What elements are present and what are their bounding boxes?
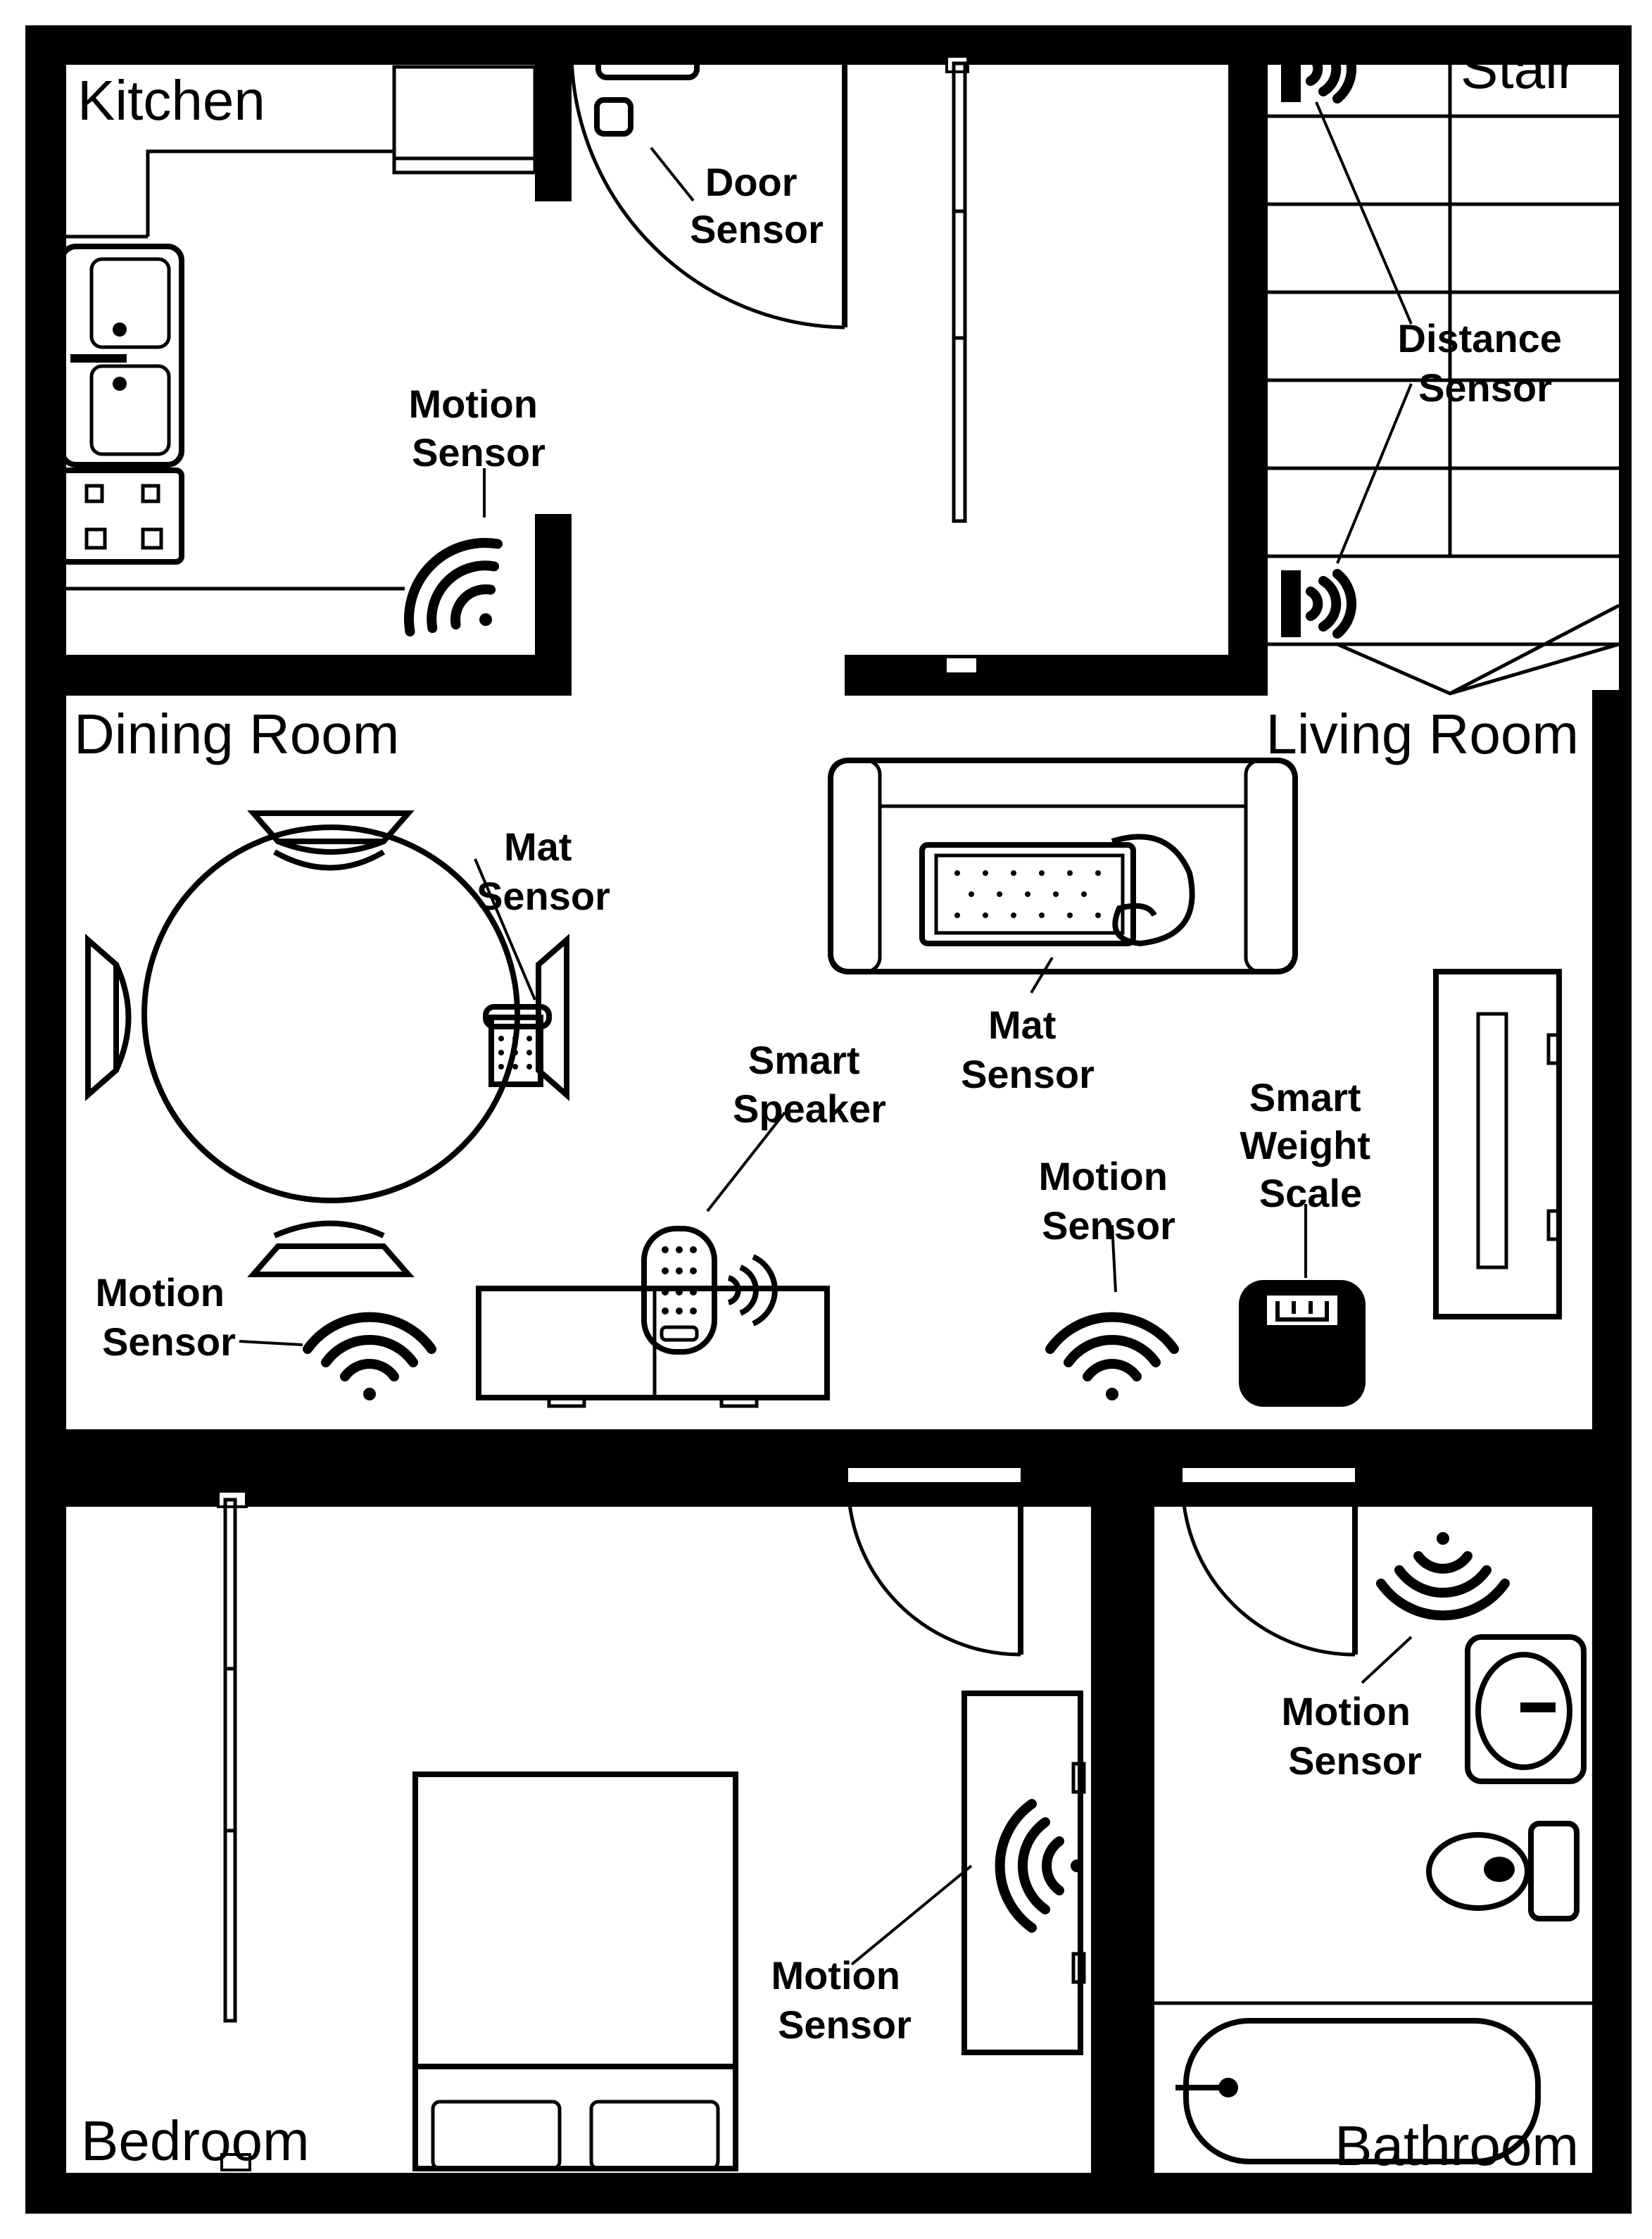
distance-sensor-icon <box>1281 569 1357 639</box>
dining-motion-sensor-label: Motion Sensor <box>95 1270 235 1364</box>
room-label-dining: Dining Room <box>74 703 399 765</box>
distance-sensor-label: Distance Sensor <box>1398 316 1573 410</box>
motion-sensor-icon <box>303 1312 436 1400</box>
kitchen-furniture <box>59 25 967 591</box>
bedroom-motion-sensor-label: Motion Sensor <box>771 1953 911 2047</box>
smart-speaker-icon <box>641 1226 778 1355</box>
leader-lines <box>239 101 1413 1966</box>
weight-scale-icon <box>1239 1280 1366 1407</box>
room-label-bathroom: Bathroom <box>1335 2114 1579 2177</box>
media-console <box>476 1286 830 1408</box>
room-label-kitchen: Kitchen <box>77 69 265 132</box>
sofa <box>828 758 1298 974</box>
motion-sensor-icon <box>995 1799 1083 1933</box>
dining-mat-sensor-label: Mat Sensor <box>477 824 610 918</box>
kitchen-motion-sensor-label: Motion Sensor <box>408 382 548 475</box>
dining-table-set <box>85 810 569 1277</box>
smart-speaker-label: Smart Speaker <box>733 1038 886 1131</box>
bathroom-furniture <box>1154 1481 1592 2164</box>
room-label-living: Living Room <box>1266 703 1579 765</box>
living-mat-sensor-label: Mat Sensor <box>961 1003 1095 1096</box>
distance-sensor-icon <box>1281 34 1357 104</box>
living-motion-sensor-label: Motion Sensor <box>1038 1154 1178 1248</box>
door-sensor-icon <box>594 36 700 137</box>
bedroom-furniture <box>223 1481 1086 2171</box>
tv-stand <box>1433 969 1562 1319</box>
weight-scale-label: Smart Weight Scale <box>1240 1075 1381 1215</box>
door-sensor-label: Door Sensor <box>690 160 824 251</box>
room-label-stair: Stair <box>1461 37 1577 100</box>
room-label-bedroom: Bedroom <box>81 2109 310 2172</box>
motion-sensor-icon <box>404 538 503 636</box>
stair <box>1267 25 1620 696</box>
mat-sensor-icon <box>483 1004 552 1087</box>
motion-sensor-icon <box>1045 1312 1179 1400</box>
bathroom-motion-sensor-label: Motion Sensor <box>1281 1689 1421 1783</box>
motion-sensor-icon <box>1376 1532 1510 1621</box>
mat-sensor-icon <box>919 834 1195 947</box>
